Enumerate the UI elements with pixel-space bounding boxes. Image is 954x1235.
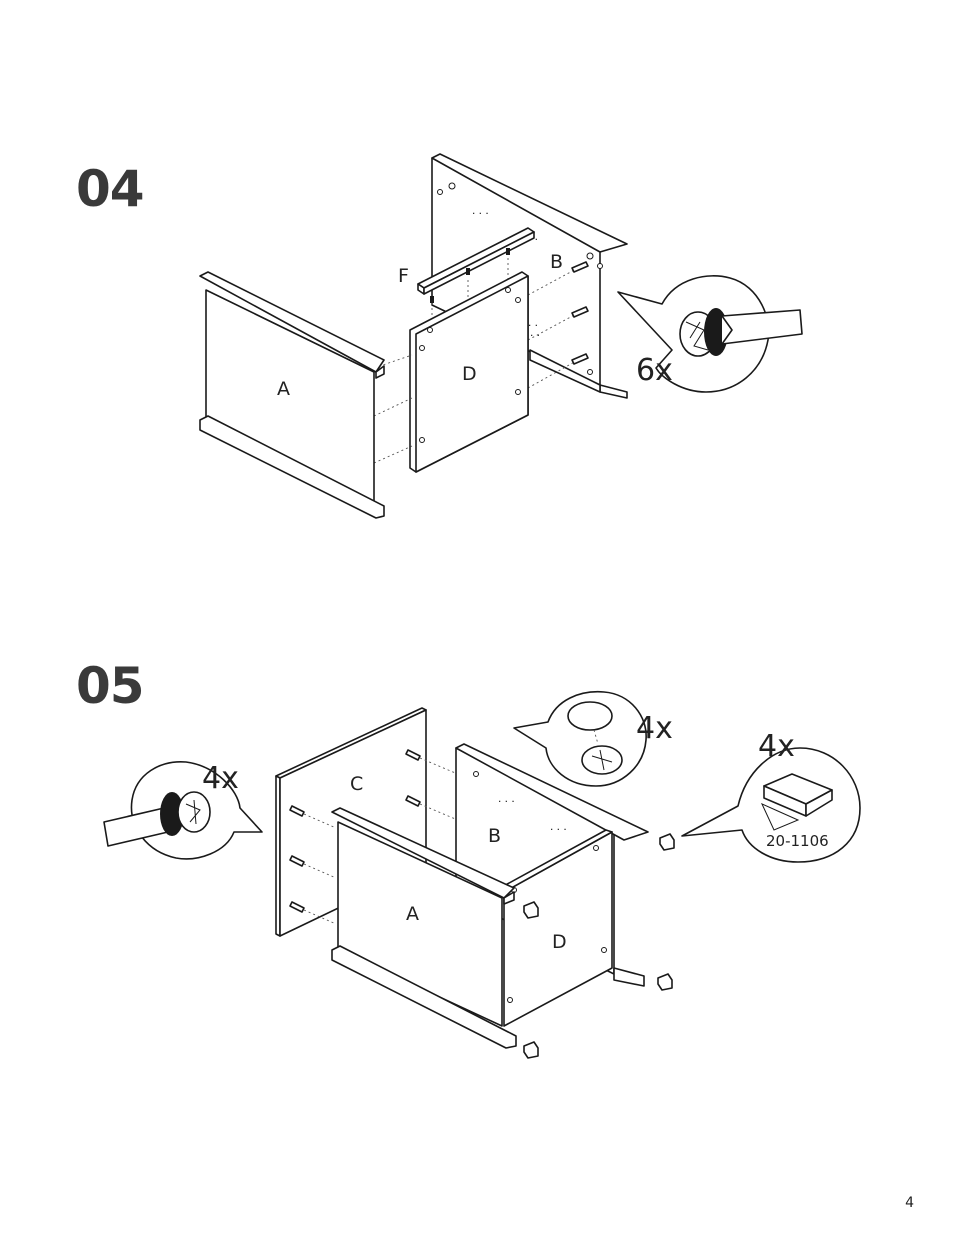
panel-b: . . . . . . . . .	[431, 153, 628, 399]
label-a-05: A	[406, 903, 419, 925]
quantity-glide-4x: 4x	[758, 729, 795, 764]
panel-a	[199, 271, 385, 519]
label-f: F	[398, 265, 409, 287]
label-d: D	[462, 363, 477, 385]
page-number: 4	[905, 1195, 914, 1211]
dowel-callout	[513, 690, 647, 787]
glide-part-number: 20-1106	[766, 832, 829, 850]
label-b-05: B	[488, 825, 501, 847]
glide-callout	[681, 747, 861, 863]
svg-text:. . .: . . .	[498, 791, 515, 805]
step-number-04: 04	[76, 160, 145, 218]
svg-text:. . .: . . .	[550, 819, 567, 833]
panel-d-05	[499, 829, 613, 1027]
cam-lock-callout-05	[103, 761, 263, 860]
label-d-05: D	[552, 931, 567, 953]
cam-lock-callout	[617, 275, 803, 393]
screw-b-set	[527, 261, 589, 389]
svg-text:. .: . .	[528, 315, 538, 329]
panel-d	[409, 271, 529, 473]
panel-a-05	[331, 807, 517, 1049]
quantity-dowel-4x: 4x	[636, 711, 673, 746]
step-05-diagram: C . . . . . . B	[103, 690, 861, 1059]
glide-set	[523, 833, 675, 1059]
quantity-cam-4x: 4x	[202, 761, 239, 796]
label-a: A	[277, 378, 290, 400]
dowel-set	[289, 749, 461, 925]
rail-f	[417, 227, 535, 318]
quantity-6x: 6x	[636, 353, 673, 388]
step-number-05: 05	[76, 657, 145, 715]
label-c: C	[350, 773, 363, 795]
svg-text:. . .: . . .	[472, 203, 489, 217]
step-04-diagram: . . . . . . . . . B F	[199, 153, 803, 519]
svg-text:. .: . .	[530, 325, 540, 339]
label-b: B	[550, 251, 563, 273]
